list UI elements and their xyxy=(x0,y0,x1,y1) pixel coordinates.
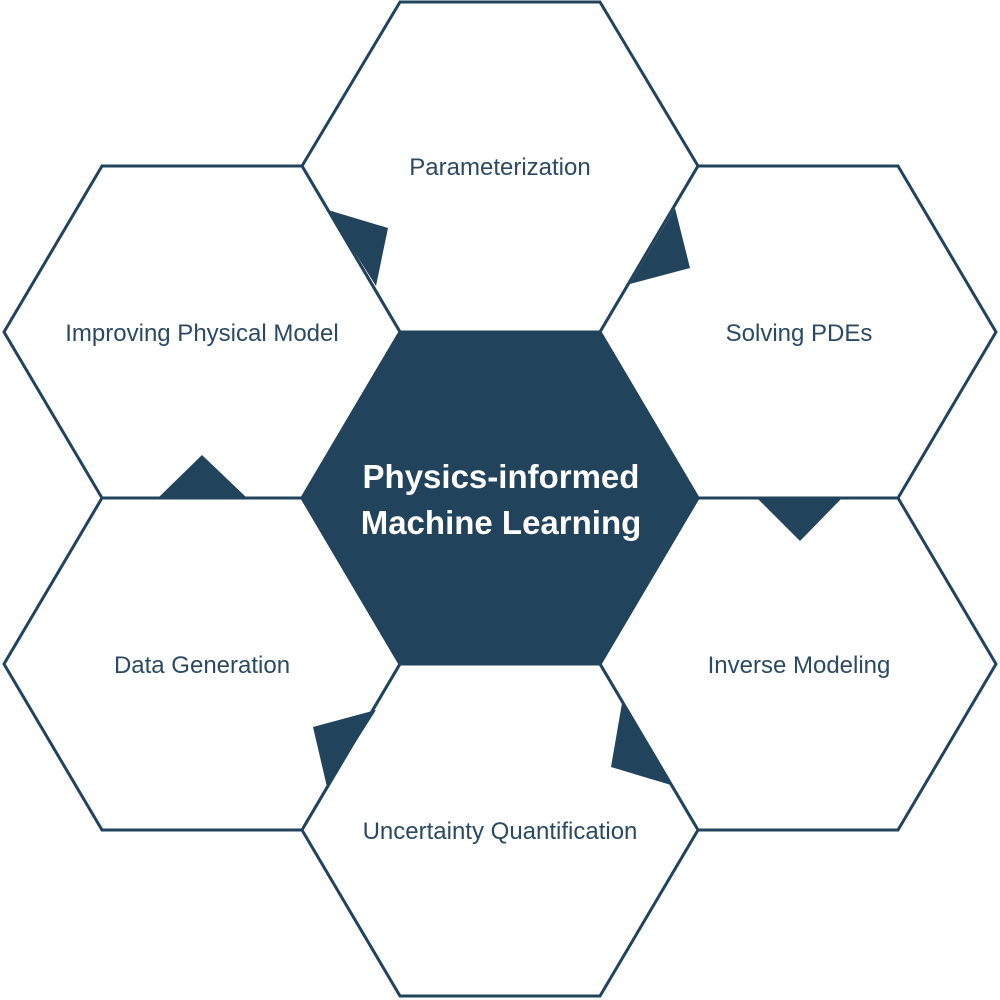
arrow-triangle-icon xyxy=(611,703,671,785)
hex-inverse-modeling: Inverse Modeling xyxy=(598,496,998,832)
hex-center-physics-informed-ml: Physics-informed Machine Learning xyxy=(300,330,700,666)
label-improving-physical-model: Improving Physical Model xyxy=(65,320,338,347)
center-title-line1: Physics-informed xyxy=(363,458,640,495)
hex-data-generation: Data Generation xyxy=(2,496,402,832)
label-solving-pdes: Solving PDEs xyxy=(726,320,873,347)
arrow-triangle-icon xyxy=(313,710,376,787)
label-data-generation: Data Generation xyxy=(114,652,290,679)
arrow-triangle-icon xyxy=(630,208,690,284)
label-inverse-modeling: Inverse Modeling xyxy=(708,652,891,679)
label-uncertainty-quantification: Uncertainty Quantification xyxy=(363,818,638,845)
center-title-line2: Machine Learning xyxy=(361,504,642,541)
arrow-triangle-icon xyxy=(757,498,842,541)
label-parameterization: Parameterization xyxy=(409,154,590,181)
arrow-triangle-icon xyxy=(328,210,388,286)
arrow-triangle-icon xyxy=(158,455,247,498)
hex-improving-physical-model: Improving Physical Model xyxy=(2,164,402,500)
